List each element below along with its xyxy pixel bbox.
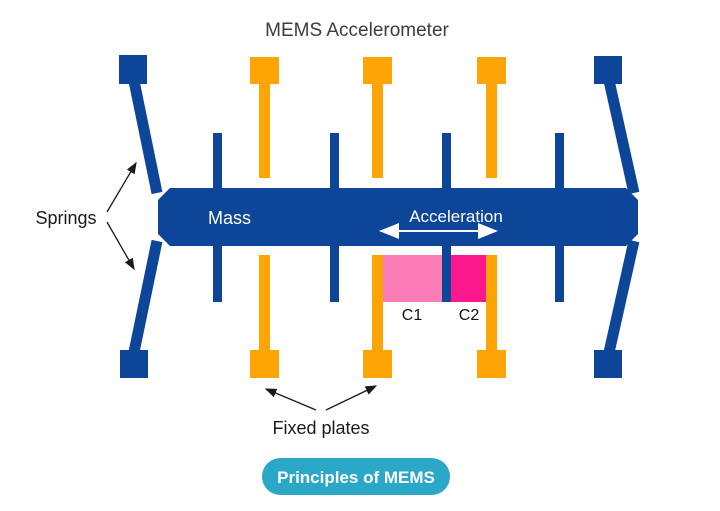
anchor-bottom-right xyxy=(594,350,622,378)
badge-pill xyxy=(262,458,450,495)
springs-arrow-up-icon xyxy=(106,161,137,213)
anchor-top-left xyxy=(119,55,147,84)
fixed-plate-bottom-2-pad xyxy=(363,350,392,378)
mass-finger-bottom-2 xyxy=(330,245,339,302)
mass-finger-top-2 xyxy=(330,133,339,189)
fixed-plate-top-3-stem xyxy=(486,84,497,178)
mass-finger-top-4 xyxy=(555,133,564,189)
diagram-title: MEMS Accelerometer xyxy=(265,20,449,41)
springs-label: Springs xyxy=(35,208,96,228)
mass-finger-top-3 xyxy=(442,133,451,189)
acceleration-label: Acceleration xyxy=(409,207,503,226)
fixed-plate-top-2-pad xyxy=(363,57,392,84)
mass-finger-bottom-1 xyxy=(213,245,222,302)
mass-finger-bottom-3 xyxy=(442,245,451,302)
fixed-plate-bottom-3-stem xyxy=(486,255,497,350)
mass-finger-top-1 xyxy=(213,133,222,189)
fixed-plate-top-1-stem xyxy=(259,84,270,178)
spring-top-left xyxy=(127,74,163,195)
spring-bottom-left xyxy=(127,239,163,359)
fixed-plate-bottom-2-stem xyxy=(372,255,383,350)
spring-top-right xyxy=(602,74,640,195)
fixed-plate-bottom-3-pad xyxy=(477,350,506,378)
mass-finger-bottom-4 xyxy=(555,245,564,302)
capacitor-c1-label: C1 xyxy=(402,307,423,324)
fixed-plates-label: Fixed plates xyxy=(272,418,369,438)
badge-label: Principles of MEMS xyxy=(277,468,435,487)
capacitor-c1-region xyxy=(383,255,442,302)
anchor-bottom-left xyxy=(120,350,148,378)
fixed-plate-top-3-pad xyxy=(477,57,506,84)
capacitor-c2-label: C2 xyxy=(459,307,480,324)
mass-label: Mass xyxy=(208,208,251,228)
fixed-plate-top-2-stem xyxy=(372,84,383,178)
fixed-plates-arrow-right-icon xyxy=(325,385,378,411)
fixed-plate-bottom-1-stem xyxy=(259,255,270,350)
anchor-top-right xyxy=(594,56,622,84)
fixed-plates-arrow-left-icon xyxy=(264,388,317,411)
fixed-plate-bottom-1-pad xyxy=(250,350,279,378)
capacitor-c2-region xyxy=(451,255,486,302)
proof-mass xyxy=(158,188,638,246)
fixed-plate-top-1-pad xyxy=(250,57,279,84)
spring-bottom-right xyxy=(602,239,640,359)
springs-arrow-down-icon xyxy=(106,221,135,271)
